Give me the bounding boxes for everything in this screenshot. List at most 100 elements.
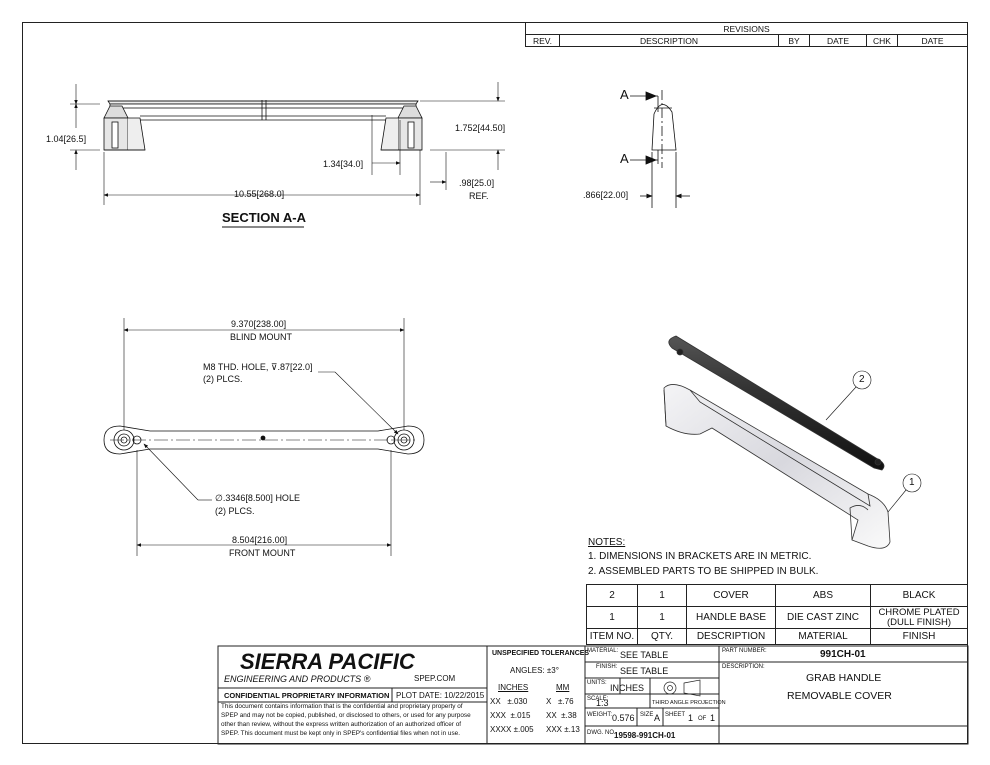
bom-table: 2 1 COVER ABS BLACK 1 1 HANDLE BASE DIE … — [586, 584, 968, 645]
note-1: 1. DIMENSIONS IN BRACKETS ARE IN METRIC. — [588, 551, 812, 562]
top-view-dimensions — [123, 318, 405, 556]
balloon-2: 2 — [859, 374, 865, 385]
thread-note-plcs: (2) PLCS. — [203, 374, 243, 384]
tol-inch-2: XXX ±.015 — [490, 711, 531, 720]
tol-mm-2: XX ±.38 — [546, 711, 577, 720]
cut-label-top: A — [620, 87, 629, 102]
confidential-text-1: This document contains information that … — [221, 703, 463, 710]
bom-item: 2 — [586, 584, 638, 607]
rev-header-by: BY — [778, 34, 810, 47]
bom-row: 1 1 HANDLE BASE DIE CAST ZINC CHROME PLA… — [586, 606, 968, 629]
description-line-2: REMOVABLE COVER — [787, 690, 892, 702]
bom-header-material: MATERIAL — [775, 628, 871, 645]
material-label: MATERIAL: — [587, 648, 619, 654]
tol-inch-1: XX ±.030 — [490, 697, 528, 706]
tol-mm-3: XXX ±.13 — [546, 725, 580, 734]
part-number: 991CH-01 — [820, 649, 866, 660]
bom-material: DIE CAST ZINC — [775, 606, 871, 629]
scale-value: 1:3 — [596, 698, 609, 708]
size-value: A — [654, 713, 661, 723]
scale-label: SCALE: — [587, 696, 609, 702]
section-view — [103, 100, 423, 151]
sheet-total: 1 — [710, 713, 716, 723]
tol-mm-1: X ±.76 — [546, 697, 574, 706]
bom-material: ABS — [775, 584, 871, 607]
plot-date: PLOT DATE: 10/22/2015 — [396, 691, 485, 700]
company-subtitle: ENGINEERING AND PRODUCTS ® — [224, 674, 371, 684]
confidential-text-3: other than review, without the express w… — [221, 721, 462, 728]
cut-label-bottom: A — [620, 151, 629, 166]
dim-width-value: .866[22.00] — [583, 190, 629, 200]
finish-value: SEE TABLE — [620, 666, 669, 676]
dim-ref-value: .98[25.0] — [459, 178, 495, 188]
rev-header-chk: CHK — [866, 34, 898, 47]
hole-note-plcs: (2) PLCS. — [215, 506, 255, 516]
sheet-value: 1 — [688, 713, 694, 723]
part-number-label: PART NUMBER: — [722, 648, 767, 654]
blind-mount-label: BLIND MOUNT — [230, 332, 293, 342]
top-view — [103, 425, 425, 455]
confidential-text-4: SPEP. This document must be kept only in… — [221, 730, 460, 737]
bom-qty: 1 — [637, 584, 687, 607]
bom-finish: CHROME PLATED (DULL FINISH) — [870, 606, 968, 629]
size-label: SIZE — [640, 712, 654, 718]
tolerances-title: UNSPECIFIED TOLERANCES — [492, 650, 590, 657]
note-2: 2. ASSEMBLED PARTS TO BE SHIPPED IN BULK… — [588, 566, 819, 577]
bom-header-row: ITEM NO. QTY. DESCRIPTION MATERIAL FINIS… — [586, 628, 968, 645]
dim-ref-label: REF. — [469, 191, 489, 201]
revisions-table: REVISIONS REV. DESCRIPTION BY DATE CHK D… — [525, 22, 968, 47]
sheet-label: SHEET — [665, 712, 686, 718]
balloon-1: 1 — [909, 477, 915, 488]
rev-header-date: DATE — [809, 34, 867, 47]
bom-row: 2 1 COVER ABS BLACK — [586, 584, 968, 607]
inches-label: INCHES — [498, 683, 529, 692]
third-angle-symbol — [663, 679, 701, 697]
bom-header-item: ITEM NO. — [586, 628, 638, 645]
bom-header-description: DESCRIPTION — [686, 628, 776, 645]
angles-tolerance: ANGLES: ±3° — [510, 666, 559, 675]
description-line-1: GRAB HANDLE — [806, 672, 882, 684]
front-mount-value: 8.504[216.00] — [232, 535, 288, 545]
bom-header-qty: QTY. — [637, 628, 687, 645]
of-label: OF — [698, 716, 707, 722]
units-value: INCHES — [610, 683, 645, 693]
front-mount-label: FRONT MOUNT — [229, 548, 296, 558]
material-value: SEE TABLE — [620, 650, 669, 660]
dim-overall-height-value: 1.752[44.50] — [455, 123, 506, 133]
company-website: SPEP.COM — [414, 674, 456, 683]
weight-label: WEIGHT: — [587, 712, 612, 718]
hole-note: ∅.3346[8.500] HOLE — [215, 493, 300, 503]
balloon-leaders — [825, 370, 922, 513]
thread-note: M8 THD. HOLE, ⊽.87[22.0] — [203, 362, 313, 372]
bom-item: 1 — [586, 606, 638, 629]
confidential-text-2: SPEP and may not be copied, published, o… — [221, 712, 471, 719]
description-label: DESCRIPTION: — [722, 664, 765, 670]
bom-header-finish: FINISH — [870, 628, 968, 645]
weight-value: 0.576 — [612, 713, 635, 723]
dim-length-value: 10.55[268.0] — [234, 189, 285, 199]
notes-title: NOTES: — [588, 537, 626, 548]
units-label: UNITS: — [587, 680, 607, 686]
dim-inner-value: 1.34[34.0] — [323, 159, 364, 169]
bom-finish: BLACK — [870, 584, 968, 607]
confidential-title: CONFIDENTIAL PROPRIETARY INFORMATION — [224, 691, 390, 700]
bom-qty: 1 — [637, 606, 687, 629]
bom-description: HANDLE BASE — [686, 606, 776, 629]
title-block-lines — [217, 645, 969, 745]
company-logo-text: SIERRA PACIFIC — [240, 649, 415, 674]
dwg-number: 19598-991CH-01 — [614, 731, 676, 740]
bom-description: COVER — [686, 584, 776, 607]
mm-label: MM — [556, 683, 570, 692]
blind-mount-value: 9.370[238.00] — [231, 319, 287, 329]
finish-label: FINISH: — [596, 664, 618, 670]
dwg-label: DWG. NO. — [587, 730, 616, 736]
projection-label: THIRD ANGLE PROJECTION — [652, 700, 726, 706]
section-dimensions — [70, 82, 505, 228]
section-title: SECTION A-A — [222, 210, 307, 225]
end-view — [630, 90, 690, 208]
dim-height-value: 1.04[26.5] — [46, 134, 87, 144]
tol-inch-3: XXXX ±.005 — [490, 725, 534, 734]
iso-view — [663, 335, 891, 549]
rev-header-date-2: DATE — [897, 34, 968, 47]
